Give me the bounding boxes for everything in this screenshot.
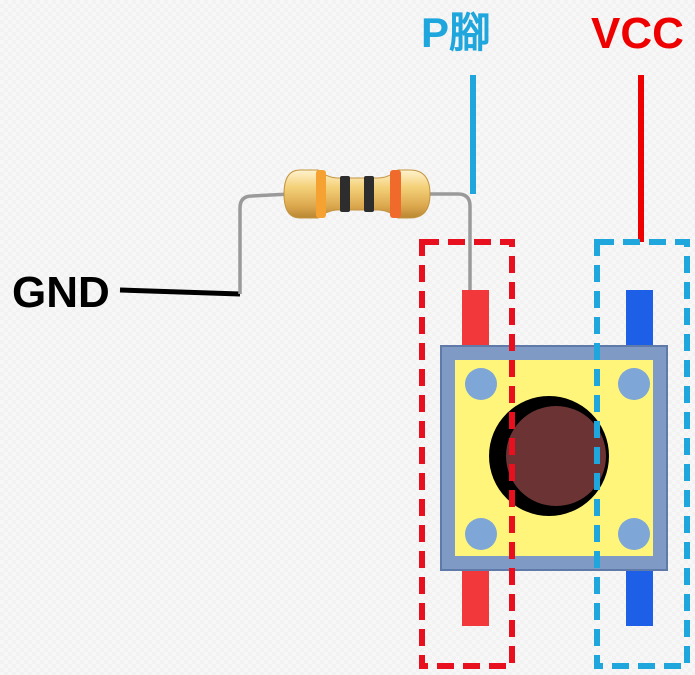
gnd-wire <box>119 287 241 297</box>
resistor-band-2 <box>340 176 350 212</box>
button-corner-dot <box>465 518 497 550</box>
p-pin-label: P腳 <box>421 9 492 56</box>
resistor-band-4 <box>390 170 401 218</box>
button-corner-dot <box>618 518 650 550</box>
resistor-band-3 <box>364 176 374 212</box>
gnd-label: GND <box>12 268 110 317</box>
left-pin-group-box <box>419 239 515 669</box>
button-corner-dot <box>465 368 497 400</box>
right-pin-group-box <box>594 239 690 669</box>
button-corner-dot <box>618 368 650 400</box>
button-pin-left-top <box>462 290 489 346</box>
button-pin-right-top <box>626 290 653 346</box>
button-cap <box>506 406 606 506</box>
button-pin-left-bottom <box>462 570 489 626</box>
button-pin-right-bottom <box>626 570 653 626</box>
push-button <box>440 345 668 571</box>
vcc-label: VCC <box>591 9 684 58</box>
resistor-lead-left <box>238 192 291 294</box>
resistor-band-1 <box>316 170 326 218</box>
resistor <box>283 169 431 219</box>
resistor-lead-right <box>425 192 472 292</box>
